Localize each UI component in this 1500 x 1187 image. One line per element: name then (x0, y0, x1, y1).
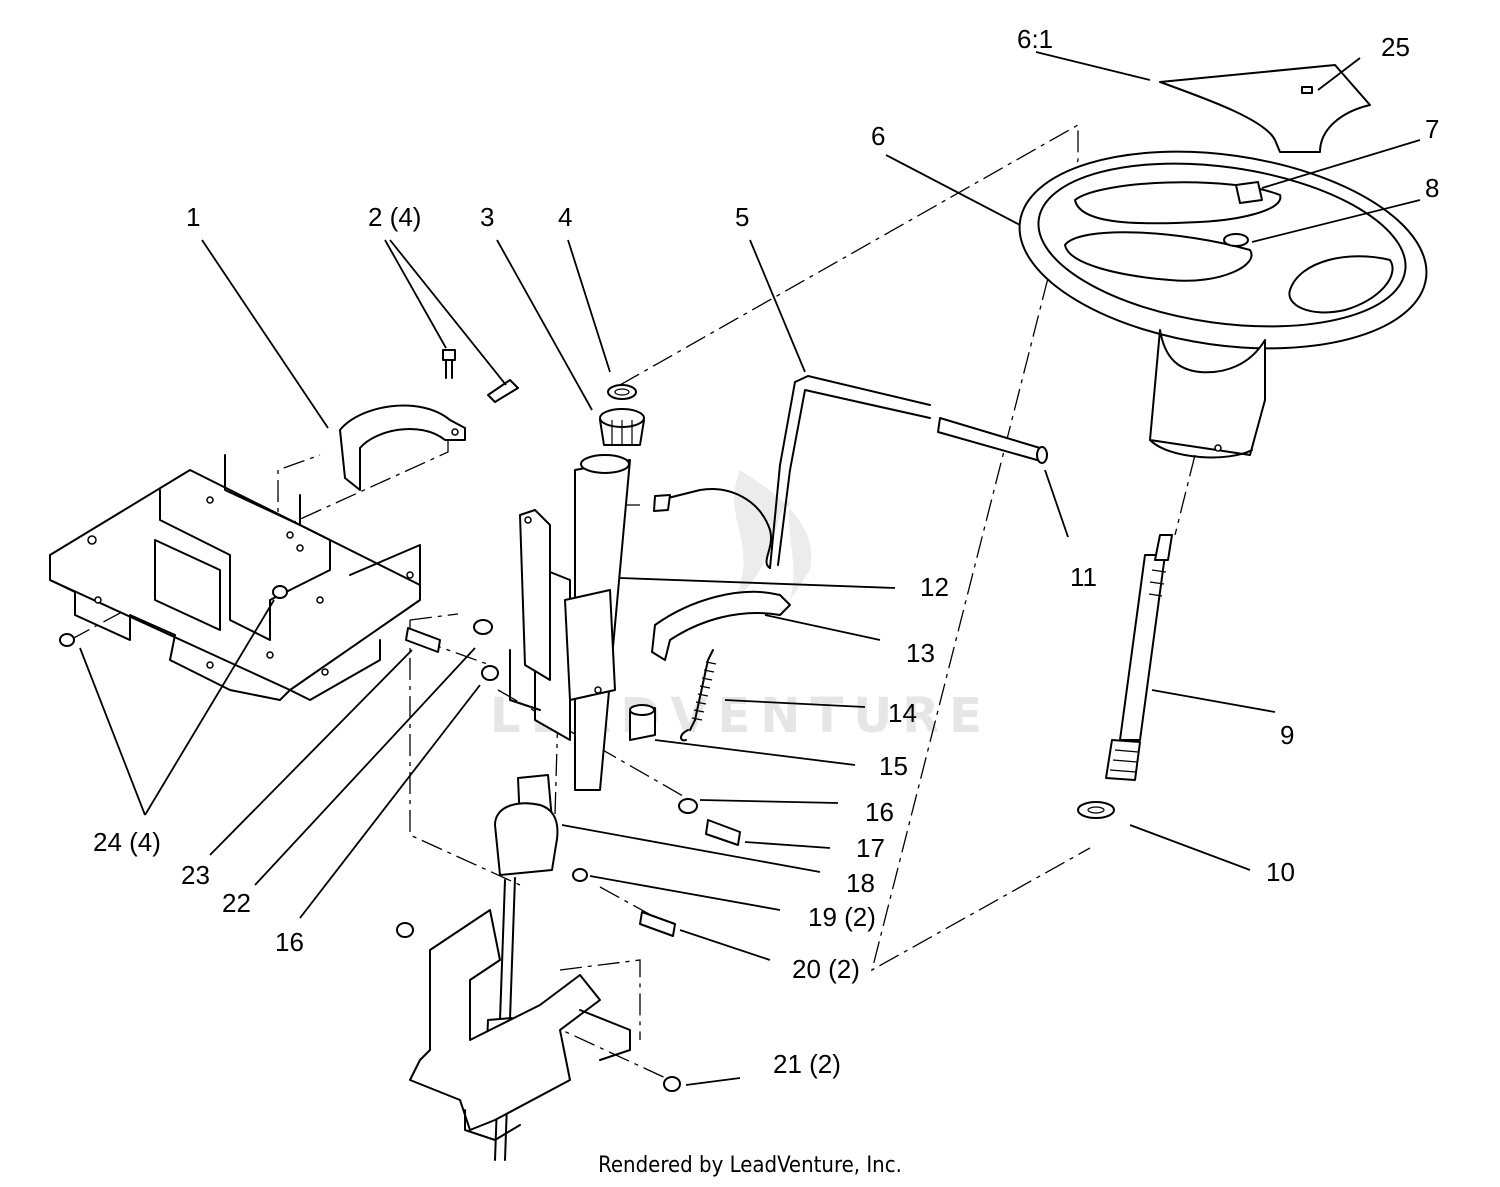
part-21-nut (663, 1076, 681, 1092)
part-23-bolt (405, 627, 441, 653)
part-4-washer (607, 384, 637, 400)
callout-20: 20 (2) (792, 954, 860, 984)
part-25-cap-emblem (1159, 64, 1371, 153)
part-9-steering-shaft (1105, 534, 1173, 781)
callout-24: 24 (4) (93, 827, 161, 857)
callout-25: 25 (1381, 32, 1410, 62)
part-6-steering-wheel (1018, 150, 1428, 459)
callout-8: 8 (1425, 173, 1439, 203)
callout-21: 21 (2) (773, 1049, 841, 1079)
callout-14: 14 (888, 698, 917, 728)
leader-lines (79, 51, 1421, 1086)
callout-labels: 1 2 (4) 3 4 5 6 6:1 7 8 9 10 11 12 13 14… (93, 24, 1439, 1079)
part-7-nut (1235, 181, 1263, 204)
callout-2: 2 (4) (368, 202, 421, 232)
footer-credit: Rendered by LeadVenture, Inc. (598, 1153, 902, 1178)
callout-16-left: 16 (275, 927, 304, 957)
callout-9: 9 (1280, 720, 1294, 750)
callout-6-1: 6:1 (1017, 24, 1053, 54)
callout-23: 23 (181, 860, 210, 890)
part-5-lever-rod (653, 375, 931, 569)
curved-bracket (339, 404, 466, 491)
part-20-bolt (639, 911, 676, 937)
part-3-bushing (599, 408, 645, 446)
callout-13: 13 (906, 638, 935, 668)
part-1-frame-plate (49, 454, 421, 701)
part-8-washer (1223, 233, 1249, 247)
part-19-nut (572, 868, 588, 882)
callout-7: 7 (1425, 114, 1439, 144)
callout-15: 15 (879, 751, 908, 781)
part-24-nut-b (272, 585, 288, 599)
part-13-bracket (651, 590, 791, 661)
part-11-tube (937, 417, 1048, 464)
part-22-nut (473, 619, 493, 635)
callout-3: 3 (480, 202, 494, 232)
lower-bracket (409, 909, 631, 1141)
callout-19: 19 (2) (808, 902, 876, 932)
hardware-parts (59, 585, 741, 1092)
part-12-steering-support (509, 454, 631, 791)
part-16-washer-lower (481, 665, 499, 681)
part-16-washer (678, 798, 698, 814)
callout-11: 11 (1070, 562, 1097, 592)
part-17-bolt (705, 819, 741, 846)
callout-5: 5 (735, 202, 749, 232)
callout-22: 22 (222, 888, 251, 918)
callout-16-right: 16 (865, 797, 894, 827)
callout-6: 6 (871, 121, 885, 151)
callout-17: 17 (856, 833, 885, 863)
callout-4: 4 (558, 202, 572, 232)
part-14-spring (680, 649, 717, 742)
part-2-bolts (442, 349, 519, 403)
callout-1: 1 (186, 202, 200, 232)
callout-10: 10 (1266, 857, 1295, 887)
part-24-nut-a (59, 633, 75, 647)
callout-12: 12 (920, 572, 949, 602)
callout-18: 18 (846, 868, 875, 898)
part-10-washer (1077, 801, 1115, 819)
part-15-spacer (629, 704, 656, 741)
